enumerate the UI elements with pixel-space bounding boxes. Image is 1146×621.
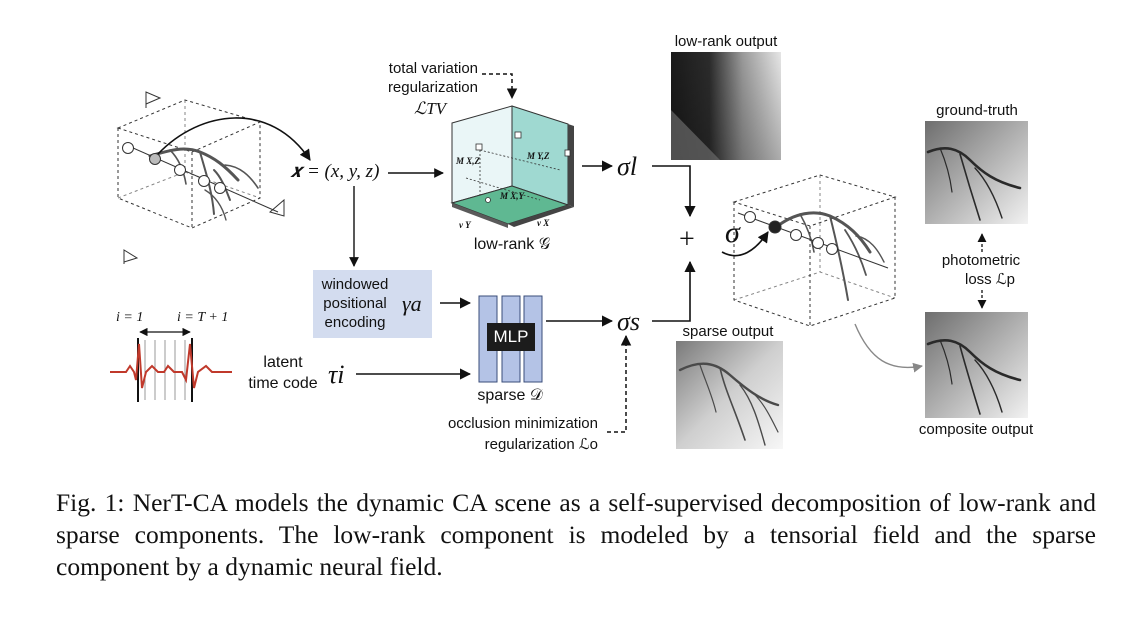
sigma-l-to-plus-arrow (652, 165, 696, 218)
vessel-tree-right (773, 211, 885, 301)
plane-mxy-label: M X,Y (500, 191, 525, 201)
sparse-output-image (676, 341, 783, 449)
low-rank-output-label: low-rank output (674, 33, 778, 50)
sigma-l-label: σl (617, 152, 638, 181)
ground-truth-image (925, 121, 1028, 224)
sample-points-left (122, 142, 226, 194)
method-figure (110, 52, 1028, 449)
encoding-line3: encoding (324, 314, 386, 331)
low-rank-g-label: low-rank 𝒢 (473, 236, 551, 253)
vector-vx-label: v X (537, 218, 550, 228)
source-flag-icon-bottom (123, 249, 139, 264)
input-cube (116, 99, 262, 229)
sparse-output-label: sparse output (682, 323, 774, 340)
composite-output-label: composite output (918, 421, 1034, 438)
vessel-tree-left (148, 147, 259, 221)
time-code-label: time code (248, 375, 318, 392)
ecg-signal (110, 327, 232, 402)
mlp-label: MLP (493, 327, 529, 346)
tv-label-line2: regularization (387, 79, 478, 96)
occlusion-label-line2: regularization ℒo (484, 436, 598, 453)
figure-caption: Fig. 1: NerT-CA models the dynamic CA sc… (56, 488, 1096, 581)
cube-to-composite-arrow (854, 323, 923, 373)
plane-mxz-label: M X,Z (456, 156, 481, 166)
occlusion-label-line1: occlusion minimization (447, 415, 598, 432)
encoding-line2: positional (323, 295, 387, 312)
vector-vy-label: v Y (459, 220, 471, 230)
i-start-label: i = 1 (116, 310, 144, 325)
sigma-s-label: σs (617, 307, 640, 336)
photometric-loss-label: loss ℒp (965, 271, 1015, 288)
composite-output-image (925, 312, 1028, 418)
sigma-label: σ (725, 216, 740, 249)
coordinate-label: 𝒙 = (x, y, z) (290, 161, 380, 182)
ground-truth-label: ground-truth (936, 102, 1018, 119)
output-cube (732, 174, 897, 327)
i-end-label: i = T + 1 (177, 310, 229, 325)
occlusion-reg-arrow (607, 334, 632, 433)
point-to-coord-arrow (157, 117, 311, 161)
encoding-line1: windowed (321, 276, 389, 293)
latent-label: latent (263, 354, 303, 371)
sigma-s-to-plus-arrow (652, 260, 696, 322)
tv-reg-arrow (482, 73, 518, 100)
tau-i-label: τi (328, 360, 345, 389)
gamma-a-label: γa (402, 291, 422, 316)
plane-myz-label: M Y,Z (527, 151, 550, 161)
detector-icon (268, 198, 285, 217)
sigma-to-point-arrow (721, 231, 769, 257)
encoding-box (313, 270, 432, 338)
low-rank-output-image (671, 52, 781, 160)
sample-points-right (744, 211, 838, 255)
sparse-d-label: sparse 𝒟 (477, 387, 543, 404)
mlp-label-box (487, 323, 535, 351)
plus-sign: + (679, 224, 695, 255)
source-flag-icon-top (145, 91, 162, 108)
photometric-label: photometric (941, 252, 1021, 269)
low-rank-tensor (450, 105, 574, 228)
tv-label-line1: total variation (388, 60, 478, 77)
tv-symbol: ℒTV (413, 99, 447, 118)
